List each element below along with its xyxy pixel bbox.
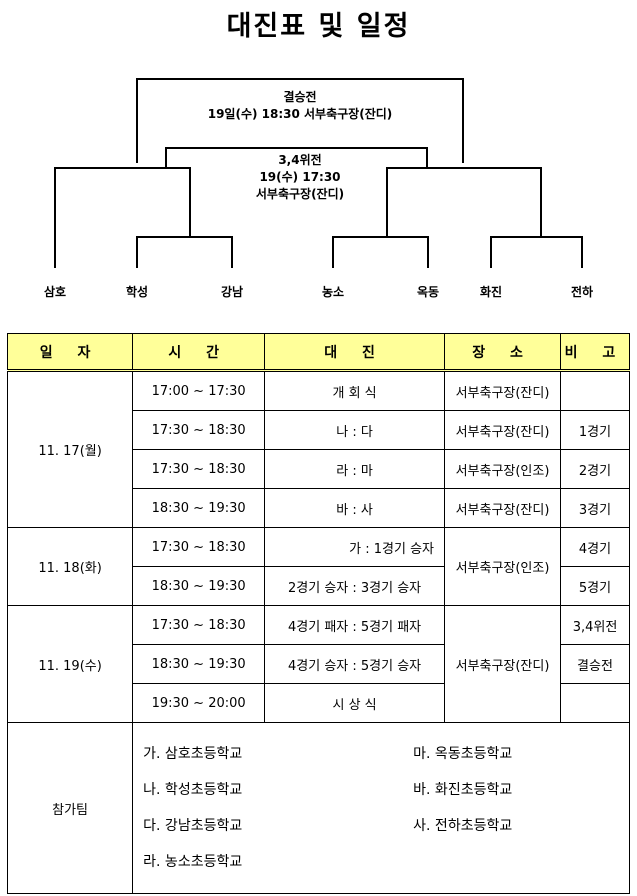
schedule-table: 일 자 시 간 대 진 장 소 비 고 11. 17(월) 17:00 ~ 17… (6, 333, 631, 894)
team-label: 화진 (479, 285, 503, 299)
table-header: 일 자 시 간 대 진 장 소 비 고 (6, 333, 631, 372)
left-sub-bracket-line (136, 236, 233, 268)
venue-cell: 서부축구장(잔디) (444, 605, 561, 723)
table-row: 11. 17(월) 17:00 ~ 17:30 개 회 식 서부축구장(잔디) (6, 370, 631, 528)
table-row: 18:30 ~ 19:30 바 : 사 서부축구장(잔디) 3경기 (8, 488, 631, 528)
participants-row: 참가팀 가. 삼호초등학교 마. 옥동초등학교 나. 학성초등학교 바. 화진초… (6, 722, 630, 894)
match-cell: 개 회 식 (264, 370, 446, 411)
table-row: 19:30 ~ 20:00 시 상 식 (8, 683, 631, 723)
team-label: 강남 (220, 285, 244, 299)
note-cell: 결승전 (559, 644, 631, 684)
time-cell: 17:30 ~ 18:30 (132, 449, 266, 489)
right-sub-bracket-line-1 (332, 236, 429, 268)
time-cell: 19:30 ~ 20:00 (132, 683, 266, 723)
table-row: 18:30 ~ 19:30 4경기 승자 : 5경기 승자 결승전 (8, 644, 631, 684)
final-info: 19일(수) 18:30 서부축구장(잔디) (207, 107, 393, 121)
team-label: 전하 (570, 285, 594, 299)
right-bracket-line (386, 167, 542, 237)
note-cell: 1경기 (559, 410, 631, 450)
time-cell: 17:30 ~ 18:30 (132, 527, 266, 567)
note-cell: 5경기 (559, 566, 631, 606)
header-date: 일 자 (6, 333, 134, 372)
header-match: 대 진 (264, 333, 446, 372)
participants-list: 가. 삼호초등학교 마. 옥동초등학교 나. 학성초등학교 바. 화진초등학교 … (133, 723, 629, 893)
match-cell: 4경기 승자 : 5경기 승자 (264, 644, 446, 684)
note-cell: 3,4위전 (559, 605, 631, 645)
third-place-bracket-line (165, 147, 428, 168)
time-cell: 17:30 ~ 18:30 (132, 410, 266, 450)
participant-item: 나. 학성초등학교 (143, 782, 243, 798)
venue-cell: 서부축구장(인조) (444, 449, 561, 489)
time-cell: 18:30 ~ 19:30 (132, 644, 266, 684)
match-cell: 라 : 마 (264, 449, 446, 489)
note-cell (559, 683, 631, 723)
right-sub-bracket-line-2 (490, 236, 583, 268)
final-label: 결승전 (283, 90, 317, 104)
note-cell: 2경기 (559, 449, 631, 489)
third-place-label: 3,4위전 (278, 153, 322, 167)
table-row: 17:30 ~ 18:30 라 : 마 서부축구장(인조) 2경기 (8, 449, 631, 489)
match-cell: 4경기 패자 : 5경기 패자 (264, 605, 446, 645)
note-cell: 3경기 (559, 488, 631, 528)
header-venue: 장 소 (444, 333, 561, 372)
date-cell: 11. 18(화) (6, 527, 134, 606)
table-row: 11. 18(화) 17:30 ~ 18:30 가 : 1경기 승자 서부축구장… (6, 527, 631, 606)
venue-cell: 서부축구장(잔디) (444, 410, 561, 450)
team-label: 옥동 (416, 285, 440, 299)
date-cell: 11. 17(월) (6, 370, 134, 528)
participant-item: 다. 강남초등학교 (143, 818, 243, 834)
match-cell: 시 상 식 (264, 683, 446, 723)
third-place-time: 19(수) 17:30 (259, 170, 341, 184)
time-cell: 18:30 ~ 19:30 (132, 566, 266, 606)
date-cell: 11. 19(수) (6, 605, 134, 723)
header-note: 비 고 (559, 333, 631, 372)
time-cell: 18:30 ~ 19:30 (132, 488, 266, 528)
final-bracket-line (136, 78, 464, 163)
table-row: 11. 19(수) 17:30 ~ 18:30 4경기 패자 : 5경기 패자 … (6, 605, 631, 723)
team-label: 학성 (125, 285, 149, 299)
note-cell: 4경기 (559, 527, 631, 567)
team-label: 농소 (321, 285, 345, 299)
note-cell (559, 370, 631, 411)
venue-cell: 서부축구장(인조) (444, 527, 561, 606)
table-row: 18:30 ~ 19:30 2경기 승자 : 3경기 승자 5경기 (8, 566, 631, 606)
match-cell: 나 : 다 (264, 410, 446, 450)
participant-item: 사. 전하초등학교 (413, 818, 513, 834)
tournament-bracket (54, 78, 583, 268)
participant-item: 가. 삼호초등학교 (143, 746, 243, 762)
time-cell: 17:30 ~ 18:30 (132, 605, 266, 645)
team-label: 삼호 (43, 285, 67, 299)
match-cell: 바 : 사 (264, 488, 446, 528)
third-place-venue: 서부축구장(잔디) (255, 187, 345, 201)
venue-cell: 서부축구장(잔디) (444, 488, 561, 528)
time-cell: 17:00 ~ 17:30 (132, 370, 266, 411)
venue-cell: 서부축구장(잔디) (444, 370, 561, 411)
table-row: 17:30 ~ 18:30 나 : 다 서부축구장(잔디) 1경기 (8, 410, 631, 450)
participant-item: 바. 화진초등학교 (413, 782, 513, 798)
participants-label: 참가팀 (6, 722, 134, 894)
participant-item: 라. 농소초등학교 (143, 854, 243, 870)
match-cell: 2경기 승자 : 3경기 승자 (264, 566, 446, 606)
match-cell: 가 : 1경기 승자 (264, 527, 446, 567)
page-title: 대진표 및 일정 (226, 11, 411, 42)
left-bracket-line (54, 167, 191, 268)
participant-item: 마. 옥동초등학교 (413, 746, 513, 762)
header-time: 시 간 (132, 333, 266, 372)
